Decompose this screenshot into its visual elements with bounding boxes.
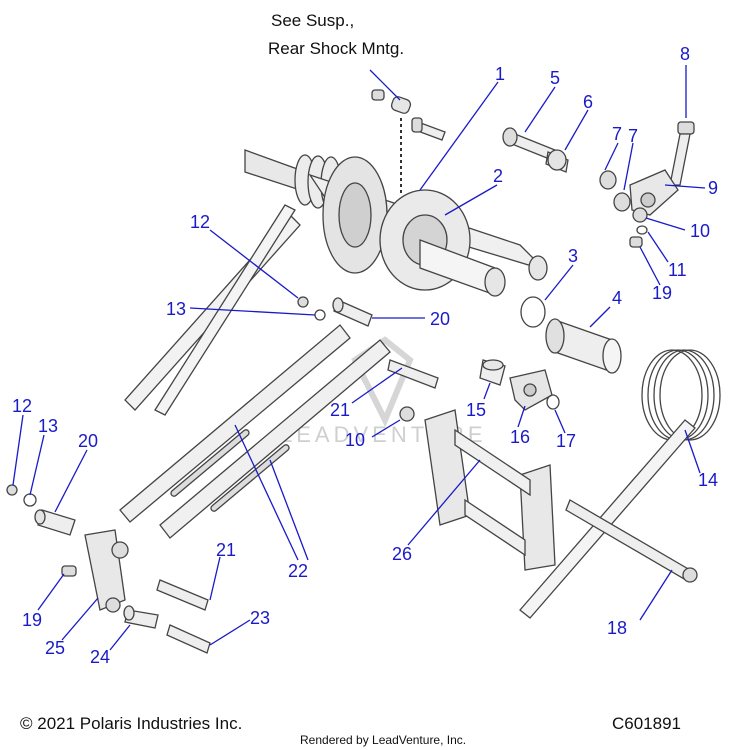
callout-2: 2: [493, 166, 503, 186]
callout-12b: 12: [12, 396, 32, 416]
callout-14: 14: [698, 470, 718, 490]
callout-22: 22: [288, 561, 308, 581]
rear-torque-arm-assembly: [124, 149, 548, 411]
washer-13b: [23, 493, 37, 507]
callout-20a: 20: [430, 309, 450, 329]
callout-7b: 7: [628, 126, 638, 146]
block-16: [509, 369, 553, 411]
reference-note-line1: See Susp.,: [271, 11, 355, 30]
mounting-bolt-8: [669, 121, 695, 186]
callout-6: 6: [583, 92, 593, 112]
washer-7b: [613, 192, 631, 212]
callout-24: 24: [90, 647, 110, 667]
callout-13a: 13: [166, 299, 186, 319]
ring-11: [636, 225, 648, 235]
callout-10a: 10: [690, 221, 710, 241]
callout-5: 5: [550, 68, 560, 88]
callout-8: 8: [680, 44, 690, 64]
nut-19a: [629, 236, 643, 248]
o-ring-17: [546, 394, 560, 410]
bushing-20b: [34, 509, 76, 536]
nut-10b: [399, 406, 415, 422]
callout-21b: 21: [216, 540, 236, 560]
torsion-spring-14: [519, 349, 721, 619]
callout-9: 9: [708, 178, 718, 198]
callout-1: 1: [495, 64, 505, 84]
diagram-code: C601891: [612, 714, 682, 733]
callout-13b: 13: [38, 416, 58, 436]
bracket-26: [424, 409, 556, 571]
nut-10a: [632, 207, 648, 223]
callout-23: 23: [250, 608, 270, 628]
reference-note-line2: Rear Shock Mntg.: [268, 39, 405, 58]
callout-12a: 12: [190, 212, 210, 232]
bolt-21a: [387, 359, 439, 389]
callout-26: 26: [392, 544, 412, 564]
rod-18-nut: [682, 567, 698, 583]
callout-19a: 19: [652, 283, 672, 303]
bushing-15: [479, 359, 506, 386]
callout-10b: 10: [345, 430, 365, 450]
leader-lines: [12, 65, 706, 651]
sleeve-4: [545, 318, 622, 374]
link-arm-right: [159, 339, 391, 539]
nut-12a: [297, 296, 309, 308]
bushing-20a: [332, 297, 373, 327]
pivot-bushing: [545, 149, 569, 173]
bracket-9: [629, 169, 679, 216]
bushing-24: [123, 605, 159, 629]
nut-12b: [6, 484, 18, 496]
washer-13a: [314, 309, 326, 321]
callout-16: 16: [510, 427, 530, 447]
callout-4: 4: [612, 288, 622, 308]
nut-19b: [61, 565, 77, 577]
callout-numbers: 1 2 3 4 5 6 7 7 8 9 10 10 11 12 12 13 13…: [12, 44, 718, 667]
washer-7a: [599, 170, 617, 190]
callout-17: 17: [556, 431, 576, 451]
callout-25: 25: [45, 638, 65, 658]
plate-25: [84, 529, 129, 613]
o-ring-3: [520, 296, 546, 328]
bolt-23: [166, 624, 211, 654]
callout-20b: 20: [78, 431, 98, 451]
callout-7a: 7: [612, 124, 622, 144]
reference-hardware: [371, 89, 446, 141]
callout-3: 3: [568, 246, 578, 266]
bolt-21b: [156, 579, 209, 611]
rendered-by-credit: Rendered by LeadVenture, Inc.: [300, 733, 467, 747]
callout-15: 15: [466, 400, 486, 420]
copyright-notice: © 2021 Polaris Industries Inc.: [20, 714, 243, 733]
callout-18: 18: [607, 618, 627, 638]
callout-19b: 19: [22, 610, 42, 630]
callout-11: 11: [668, 260, 687, 280]
callout-21a: 21: [330, 400, 350, 420]
link-arm-left: [119, 324, 351, 523]
